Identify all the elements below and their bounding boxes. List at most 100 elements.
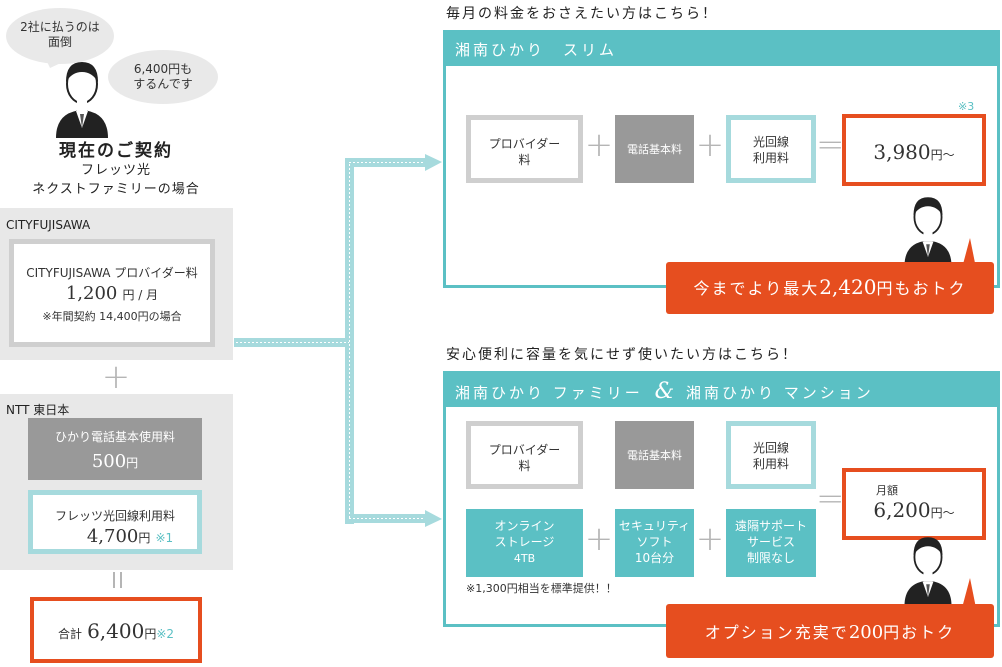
family-storage-line2: ストレージ [494, 535, 555, 549]
family-plan-bar: 湘南ひかり ファミリー & 湘南ひかり マンション [443, 371, 1000, 407]
ntt-line-amount: 4,700 [86, 526, 139, 547]
slim-plan-bar: 湘南ひかり スリム [443, 30, 1000, 66]
total-box: 合計 6,400円※2 [30, 597, 202, 663]
speech-bubble-2: 6,400円も するんです [108, 50, 218, 104]
family-price-unit: 円〜 [930, 506, 955, 520]
family-security-line1: セキュリティ [618, 519, 691, 533]
slim-provider-line2: 料 [518, 153, 531, 167]
cityfujisawa-provider-box: CITYFUJISAWA プロバイダー料 1,200 円 / 月 ※年間契約 1… [9, 239, 215, 347]
cityfujisawa-label: CITYFUJISAWA [6, 218, 91, 232]
family-line-line2: 利用料 [752, 457, 789, 471]
family-storage-line1: オンライン [494, 519, 555, 533]
family-support-box: 遠隔サポート サービス 制限なし [726, 509, 816, 577]
plus-icon: + [695, 125, 725, 165]
plus-icon: + [584, 519, 614, 559]
family-security-box: セキュリティ ソフト 10台分 [615, 509, 694, 577]
family-price-label: 月額 [876, 484, 898, 497]
family-storage-box: オンライン ストレージ 4TB [466, 509, 583, 577]
family-security-line2: ソフト [636, 535, 673, 549]
family-footnote: ※1,300円相当を標準提供！！ [466, 582, 617, 595]
bubble-2-line1: 6,400円も [133, 62, 193, 76]
family-savings-callout: オプション充実で200円おトク [666, 604, 994, 658]
ntt-line-label: フレッツ光回線利用料 [54, 509, 175, 523]
person-icon [896, 190, 960, 266]
slim-callout-pre: 今までより最大 [693, 279, 820, 298]
ntt-panel: NTT 東日本 ひかり電話基本使用料 500円 フレッツ光回線利用料 4,700… [0, 394, 233, 570]
equals-icon: = [816, 125, 845, 165]
family-plan-title-a: 湘南ひかり ファミリー [455, 384, 643, 402]
slim-plan-title: 湘南ひかり スリム [455, 41, 618, 59]
family-provider-line2: 料 [518, 459, 531, 473]
plus-icon: + [101, 357, 131, 397]
family-line-line1: 光回線 [752, 441, 789, 455]
ntt-label: NTT 東日本 [6, 403, 70, 417]
cityfujisawa-price: 1,200 円 / 月 [14, 283, 210, 304]
ntt-phone-amount: 500 [91, 451, 127, 472]
family-security-line3: 10台分 [634, 551, 675, 565]
family-price-amount: 6,200 [873, 498, 931, 522]
plus-icon: + [695, 519, 725, 559]
ampersand: & [654, 379, 675, 404]
slim-provider-line1: プロバイダー [488, 137, 561, 151]
cityfujisawa-amount: 1,200 [65, 283, 118, 304]
ntt-phone-unit: 円 [126, 456, 139, 470]
slim-savings-callout: 今までより最大2,420円もおトク [666, 262, 994, 314]
slim-line-box: 光回線 利用料 [726, 115, 816, 183]
cityfujisawa-note: ※年間契約 14,400円の場合 [42, 310, 182, 323]
equals-icon: = [816, 479, 845, 519]
slim-section-title: 毎月の料金をおさえたい方はこちら！ [446, 6, 718, 22]
family-price-box: 月額 6,200円〜 [842, 468, 986, 540]
equals-icon [110, 572, 126, 588]
slim-callout-num: 2,420 [819, 275, 877, 299]
family-provider-line1: プロバイダー [488, 443, 561, 457]
slim-callout-post: 円もおトク [876, 279, 967, 298]
ntt-phone-label: ひかり電話基本使用料 [54, 430, 175, 444]
person-icon [896, 530, 960, 606]
family-plan-title-b: 湘南ひかり マンション [685, 384, 874, 402]
family-phone-label: 電話基本料 [627, 449, 682, 462]
current-contract-sub2: ネクストファミリーの場合 [32, 182, 200, 197]
speech-bubble-1: 2社に払うのは 面倒 [6, 8, 114, 64]
family-line-box: 光回線 利用料 [726, 421, 816, 489]
slim-line-line1: 光回線 [752, 135, 789, 149]
bubble-2-line2: するんです [133, 77, 193, 91]
slim-price-amount: 3,980 [873, 140, 931, 164]
cityfujisawa-unit: 円 / 月 [122, 288, 159, 302]
total-amount: 6,400 [87, 619, 145, 643]
ntt-line-price: 4,700円 ※1 [33, 526, 197, 547]
family-section-title: 安心便利に容量を気にせず使いたい方はこちら！ [446, 347, 798, 363]
ntt-line-note: ※1 [155, 531, 174, 545]
total-unit: 円 [144, 627, 157, 641]
connector-arrows [234, 154, 442, 527]
plus-icon: + [584, 125, 614, 165]
ntt-line-unit: 円 [138, 531, 151, 545]
cityfujisawa-provider-label: CITYFUJISAWA プロバイダー料 [26, 266, 198, 280]
cityfujisawa-panel: CITYFUJISAWA CITYFUJISAWA プロバイダー料 1,200 … [0, 208, 233, 360]
callout-tail [962, 578, 976, 608]
slim-price-box: 3,980円〜 [842, 114, 986, 186]
ntt-phone-price: 500円 [28, 451, 202, 472]
bubble-1-line1: 2社に払うのは [20, 20, 100, 34]
total-note: ※2 [156, 627, 175, 641]
slim-provider-box: プロバイダー 料 [466, 115, 583, 183]
family-provider-box: プロバイダー 料 [466, 421, 583, 489]
slim-note: ※3 [958, 100, 975, 113]
slim-phone-label: 電話基本料 [627, 143, 682, 156]
person-icon [50, 54, 114, 138]
family-phone-box: 電話基本料 [615, 421, 694, 489]
total-label: 合計 [57, 627, 82, 641]
current-contract-heading: 現在のご契約 [59, 141, 173, 161]
family-support-line3: 制限なし [746, 551, 795, 565]
family-callout-pre: オプション充実で [704, 623, 849, 642]
ntt-phone-box: ひかり電話基本使用料 500円 [28, 418, 202, 480]
family-storage-line3: 4TB [513, 552, 536, 565]
ntt-line-box: フレッツ光回線利用料 4,700円 ※1 [28, 490, 202, 554]
bubble-1-line2: 面倒 [47, 35, 72, 49]
family-callout-post: 円おトク [883, 623, 956, 642]
slim-phone-box: 電話基本料 [615, 115, 694, 183]
current-contract-sub1: フレッツ光 [80, 163, 151, 178]
slim-line-line2: 利用料 [752, 151, 789, 165]
family-callout-num: 200 [848, 622, 884, 643]
family-support-line2: サービス [746, 535, 795, 549]
slim-price-unit: 円〜 [930, 148, 955, 162]
